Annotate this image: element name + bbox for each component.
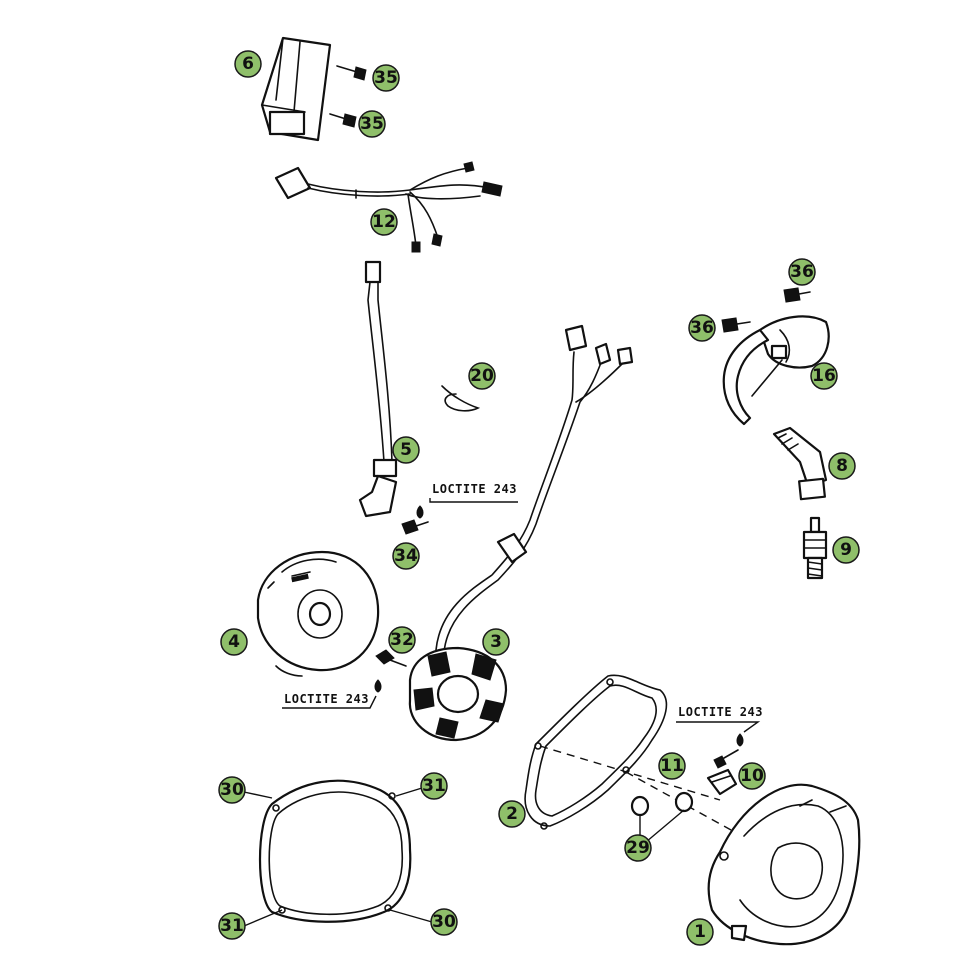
callout-20: 20 bbox=[468, 362, 496, 390]
spark-plug bbox=[802, 516, 828, 580]
svg-text:20: 20 bbox=[470, 366, 494, 386]
callout-9: 9 bbox=[832, 536, 860, 564]
bolt-35-lower bbox=[329, 113, 357, 128]
dowel-sleeves bbox=[630, 791, 694, 817]
loctite-note-left: LOCTITE 243 bbox=[282, 679, 382, 709]
callout-4: 4 bbox=[220, 628, 248, 656]
svg-text:36: 36 bbox=[690, 318, 714, 338]
svg-text:34: 34 bbox=[394, 546, 418, 566]
ignition-lead bbox=[358, 260, 398, 518]
loctite-note-top: LOCTITE 243 bbox=[416, 482, 518, 519]
svg-text:31: 31 bbox=[220, 916, 244, 936]
svg-text:2: 2 bbox=[506, 804, 518, 824]
loctite-label-top: LOCTITE 243 bbox=[432, 482, 517, 496]
svg-text:8: 8 bbox=[836, 456, 848, 476]
svg-text:30: 30 bbox=[432, 912, 456, 932]
svg-text:30: 30 bbox=[220, 780, 244, 800]
callout-leaders bbox=[243, 787, 685, 927]
callout-3: 3 bbox=[482, 628, 510, 656]
svg-text:16: 16 bbox=[812, 366, 836, 386]
callout-29: 29 bbox=[624, 834, 652, 862]
svg-text:11: 11 bbox=[660, 756, 684, 776]
cdi-unit bbox=[260, 36, 332, 142]
callout-8: 8 bbox=[828, 452, 856, 480]
callout-6: 6 bbox=[234, 50, 262, 78]
callout-35-upper: 35 bbox=[372, 64, 400, 92]
bolt-35-upper bbox=[336, 65, 367, 81]
svg-text:35: 35 bbox=[374, 68, 398, 88]
callout-11: 11 bbox=[658, 752, 686, 780]
screw-34 bbox=[401, 519, 429, 535]
svg-text:1: 1 bbox=[694, 922, 706, 942]
svg-text:32: 32 bbox=[390, 630, 414, 650]
ignition-cover bbox=[707, 783, 861, 946]
svg-text:29: 29 bbox=[626, 838, 650, 858]
callout-34: 34 bbox=[392, 542, 420, 570]
flywheel bbox=[256, 550, 380, 677]
svg-text:9: 9 bbox=[840, 540, 852, 560]
svg-text:5: 5 bbox=[400, 440, 412, 460]
screw-11 bbox=[713, 749, 739, 769]
svg-text:3: 3 bbox=[490, 632, 502, 652]
callout-12: 12 bbox=[370, 208, 398, 236]
gasket-left bbox=[258, 779, 412, 923]
callout-5: 5 bbox=[392, 436, 420, 464]
svg-text:10: 10 bbox=[740, 766, 764, 786]
svg-text:6: 6 bbox=[242, 54, 254, 74]
stator-cable bbox=[435, 324, 634, 653]
callout-36-lower: 36 bbox=[688, 314, 716, 342]
stator bbox=[408, 646, 508, 742]
loctite-label-left: LOCTITE 243 bbox=[284, 692, 369, 706]
loctite-label-right: LOCTITE 243 bbox=[678, 705, 763, 719]
cable-tie bbox=[441, 385, 481, 412]
bolt-36-lower bbox=[721, 317, 751, 333]
callout-2: 2 bbox=[498, 800, 526, 828]
ignition-coil bbox=[722, 315, 830, 426]
spark-plug-cap bbox=[772, 426, 828, 501]
svg-text:4: 4 bbox=[228, 632, 240, 652]
svg-text:12: 12 bbox=[372, 212, 396, 232]
clip-10 bbox=[706, 768, 738, 796]
bolt-32 bbox=[375, 649, 407, 667]
svg-text:31: 31 bbox=[422, 776, 446, 796]
callout-30-lower: 30 bbox=[430, 908, 458, 936]
callout-16: 16 bbox=[810, 362, 838, 390]
callout-36-upper: 36 bbox=[788, 258, 816, 286]
alignment-line-upper bbox=[539, 745, 721, 801]
callout-35-lower: 35 bbox=[358, 110, 386, 138]
svg-text:36: 36 bbox=[790, 262, 814, 282]
gasket-cover bbox=[524, 674, 668, 830]
callout-30-upper: 30 bbox=[218, 776, 246, 804]
callout-1: 1 bbox=[686, 918, 714, 946]
svg-text:35: 35 bbox=[360, 114, 384, 134]
loctite-note-right: LOCTITE 243 bbox=[676, 705, 763, 747]
wiring-harness bbox=[274, 161, 503, 253]
bolt-36-upper bbox=[783, 287, 811, 303]
callout-32: 32 bbox=[388, 626, 416, 654]
callout-31-lower: 31 bbox=[218, 912, 246, 940]
callout-10: 10 bbox=[738, 762, 766, 790]
callout-31-upper: 31 bbox=[420, 772, 448, 800]
